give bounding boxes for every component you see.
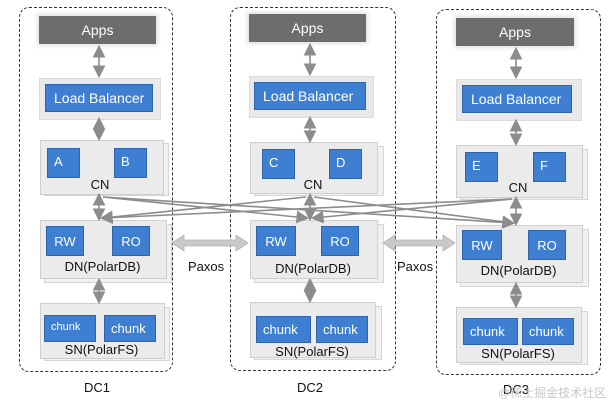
dc1-cn-node-b: B xyxy=(114,148,147,178)
dc1-label: DC1 xyxy=(83,380,110,395)
dc3-cn-node-e: E xyxy=(465,152,498,182)
dc2-dn-rw-node: RW xyxy=(256,226,296,256)
cn3-dn1-link xyxy=(99,198,513,224)
dc2-cn-label: CN xyxy=(303,177,323,192)
dc2-dn-ro-node: RO xyxy=(321,226,359,256)
dc2-apps-box: Apps xyxy=(249,14,366,42)
paxos-label-dc1-dc2: Paxos xyxy=(188,259,225,274)
cn2-dn1-link xyxy=(99,196,307,224)
dc1-apps-box: Apps xyxy=(39,16,156,44)
dc2-cn-node-d: D xyxy=(329,149,362,179)
dc1-sn-chunk-2: chunk xyxy=(104,315,156,342)
dc3-container xyxy=(436,9,601,375)
watermark: @稀土掘金技术社区 xyxy=(498,386,607,400)
dc2-load-balancer: Load Balancer xyxy=(254,82,366,110)
dc1-cn-label: CN xyxy=(90,177,110,192)
dc3-apps-box: Apps xyxy=(456,18,574,46)
paxos-label-dc2-dc3: Paxos xyxy=(397,259,434,274)
dc3-cn-label: CN xyxy=(508,180,528,195)
dc3-sn-label: SN(PolarFS) xyxy=(481,346,555,361)
dc3-cn-node-f: F xyxy=(533,152,566,182)
dc1-dn-rw-node: RW xyxy=(46,226,84,256)
dc2-sn-chunk-1: chunk xyxy=(256,316,311,343)
dc3-label: DC3 xyxy=(502,382,529,397)
cn3-dn2-link xyxy=(310,198,513,224)
dc1-cn-node-a: A xyxy=(47,148,80,178)
dc3-dn-rw-node: RW xyxy=(462,230,502,260)
dc1-load-balancer: Load Balancer xyxy=(45,84,153,112)
cn1-dn3-link xyxy=(102,196,516,229)
dc3-load-balancer: Load Balancer xyxy=(462,85,572,113)
paxos-arrow-dc2-dc3 xyxy=(382,234,456,252)
dc1-sn-label: SN(PolarFS) xyxy=(64,342,139,357)
dc2-sn-label: SN(PolarFS) xyxy=(275,344,349,359)
dc2-sn-chunk-2: chunk xyxy=(316,316,368,343)
dc2-label: DC2 xyxy=(296,380,323,395)
dc1-dn-ro-node: RO xyxy=(112,226,150,256)
dc1-dn-label: DN(PolarDB) xyxy=(64,259,141,274)
dc3-sn-chunk-2: chunk xyxy=(522,318,574,345)
dc3-dn-ro-node: RO xyxy=(528,230,566,260)
dc3-dn-label: DN(PolarDB) xyxy=(480,263,557,278)
dc3-sn-chunk-1: chunk xyxy=(463,318,518,345)
cn2-dn3-link xyxy=(313,196,516,229)
dc1-sn-chunk-1: chunk xyxy=(44,315,96,342)
dc2-cn-node-c: C xyxy=(262,149,295,179)
dc2-container xyxy=(230,7,396,371)
paxos-arrow-dc1-dc2 xyxy=(171,234,249,252)
dc2-dn-label: DN(PolarDB) xyxy=(275,261,351,276)
dc1-container xyxy=(19,7,173,372)
